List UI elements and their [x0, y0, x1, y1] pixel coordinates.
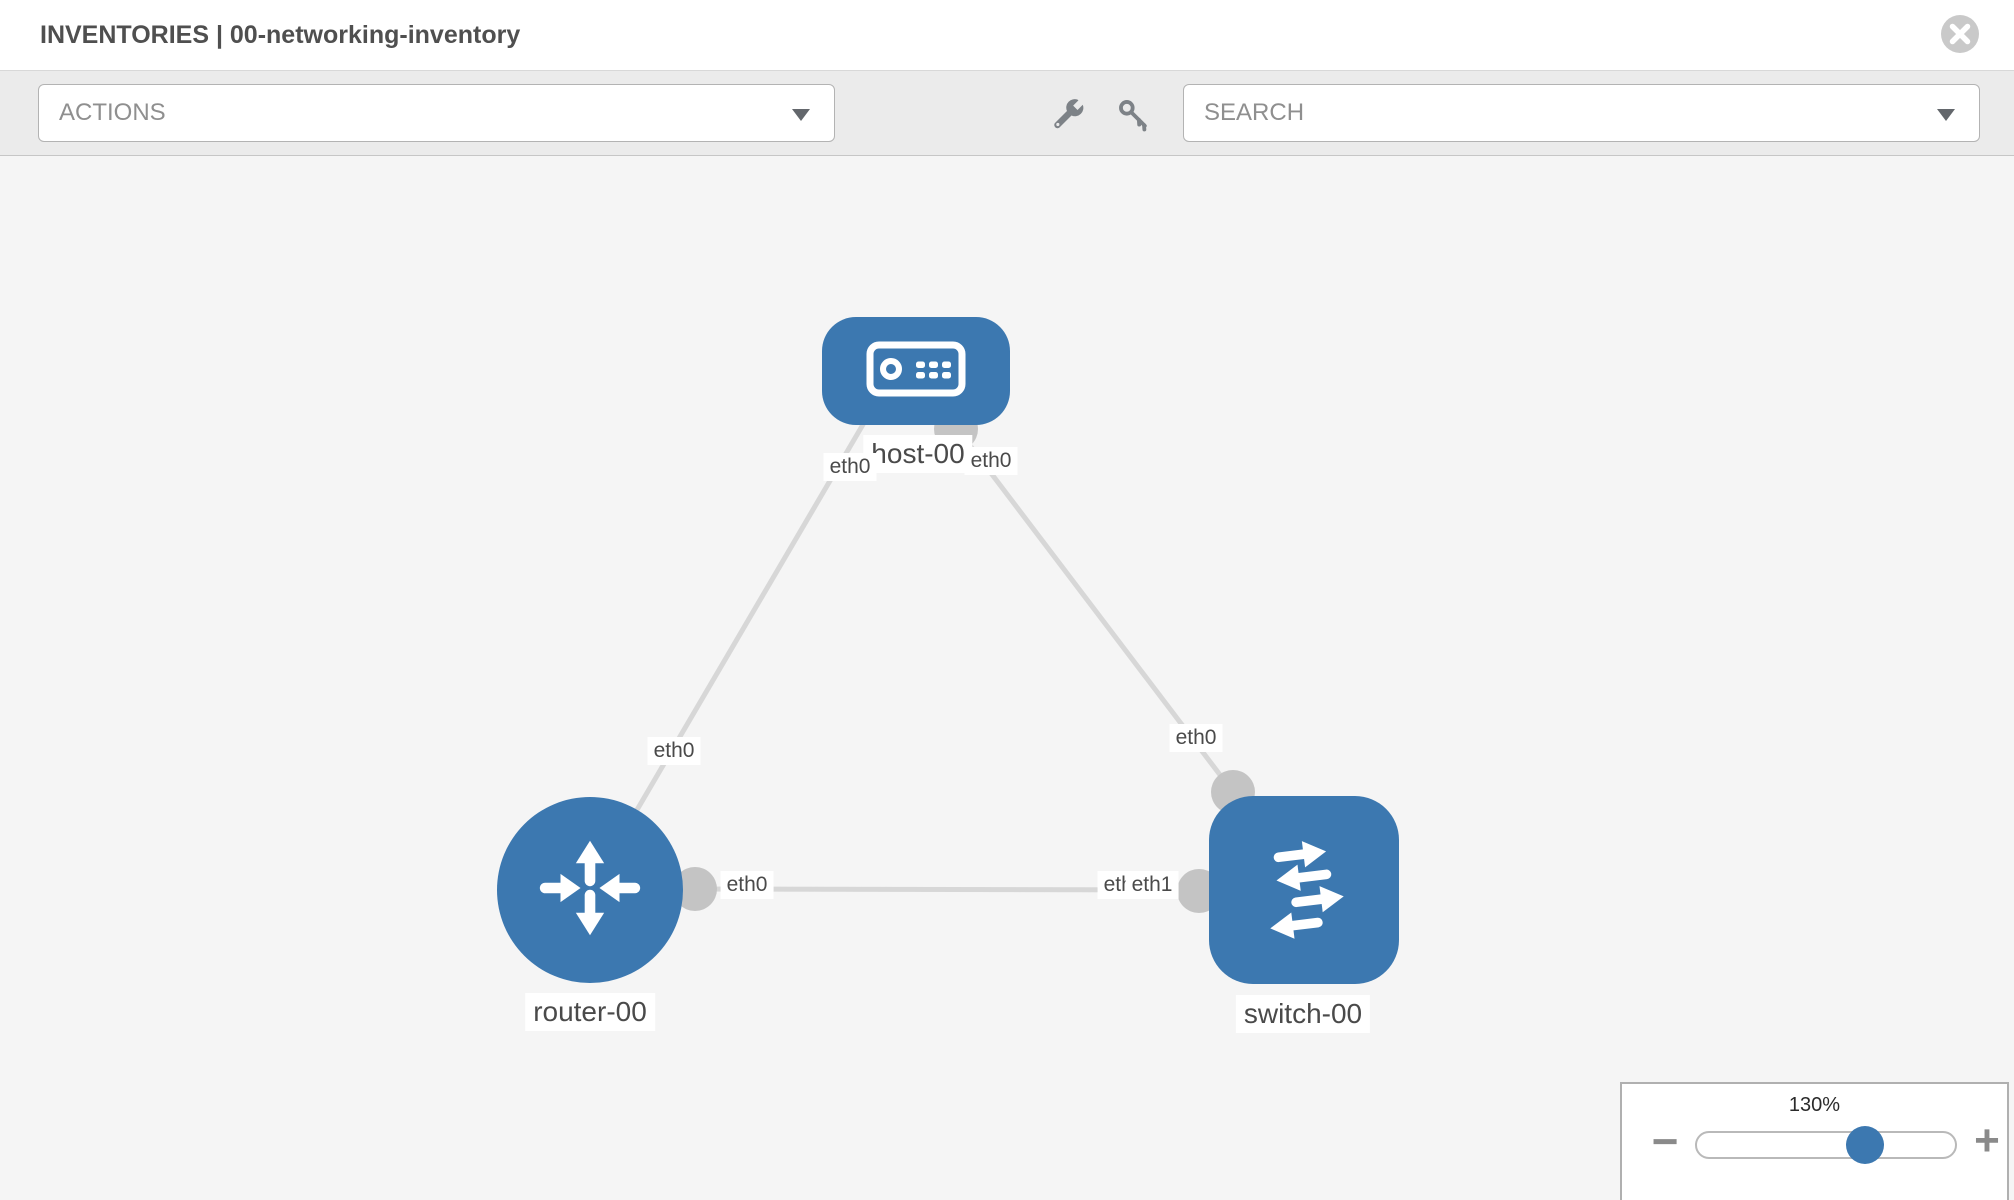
zoom-slider-thumb[interactable] [1846, 1126, 1884, 1164]
node-switch-00[interactable] [1209, 796, 1399, 984]
actions-dropdown[interactable]: ACTIONS [38, 84, 835, 142]
link-endpoint-router-switch-router-side[interactable] [673, 867, 717, 911]
interface-label-eth0: eth0 [1169, 724, 1223, 752]
wrench-icon [1049, 99, 1085, 135]
node-label-switch: switch-00 [1235, 995, 1371, 1033]
page-title: INVENTORIES | 00-networking-inventory [40, 21, 521, 49]
close-button[interactable] [1939, 13, 1981, 55]
node-host-00[interactable] [822, 317, 1010, 425]
topology-links-layer [587, 402, 1255, 913]
link-host-router[interactable] [587, 402, 878, 892]
interface-label-eth0: eth0 [647, 737, 701, 765]
configure-button[interactable] [1048, 96, 1086, 134]
credentials-button[interactable] [1114, 96, 1152, 134]
header: INVENTORIES | 00-networking-inventory [0, 0, 2014, 70]
actions-dropdown-label: ACTIONS [59, 99, 166, 126]
toolbar: ACTIONS SEARCH [0, 70, 2014, 156]
zoom-control-panel: 130% − + [1620, 1082, 2009, 1200]
node-label-router: router-00 [525, 993, 655, 1031]
search-dropdown-label: SEARCH [1204, 99, 1305, 126]
router-icon [531, 829, 649, 952]
zoom-level-value: 130% [1788, 1094, 1841, 1116]
chevron-down-icon [1937, 109, 1955, 121]
search-dropdown[interactable]: SEARCH [1183, 84, 1980, 142]
close-icon [1939, 15, 1981, 58]
interface-label-eth1: eth1 [1125, 871, 1179, 899]
topology-canvas[interactable]: host-00 router-00 switch-00 eth0 eth0 et… [0, 156, 2014, 1200]
interface-label-eth0: eth0 [823, 453, 877, 481]
key-icon [1115, 100, 1151, 135]
zoom-in-button[interactable]: + [1970, 1116, 2004, 1166]
chevron-down-icon [792, 109, 810, 121]
minus-icon: − [1651, 1115, 1679, 1167]
zoom-out-button[interactable]: − [1648, 1114, 1682, 1168]
node-router-00[interactable] [497, 797, 683, 983]
interface-label-eth0: eth0 [720, 871, 774, 899]
switch-icon [1244, 828, 1364, 953]
host-icon [866, 340, 966, 403]
node-label-host: host-00 [863, 435, 973, 473]
zoom-slider-track[interactable] [1695, 1131, 1957, 1159]
plus-icon: + [1974, 1116, 2000, 1165]
interface-label-eth0: eth0 [964, 447, 1018, 475]
